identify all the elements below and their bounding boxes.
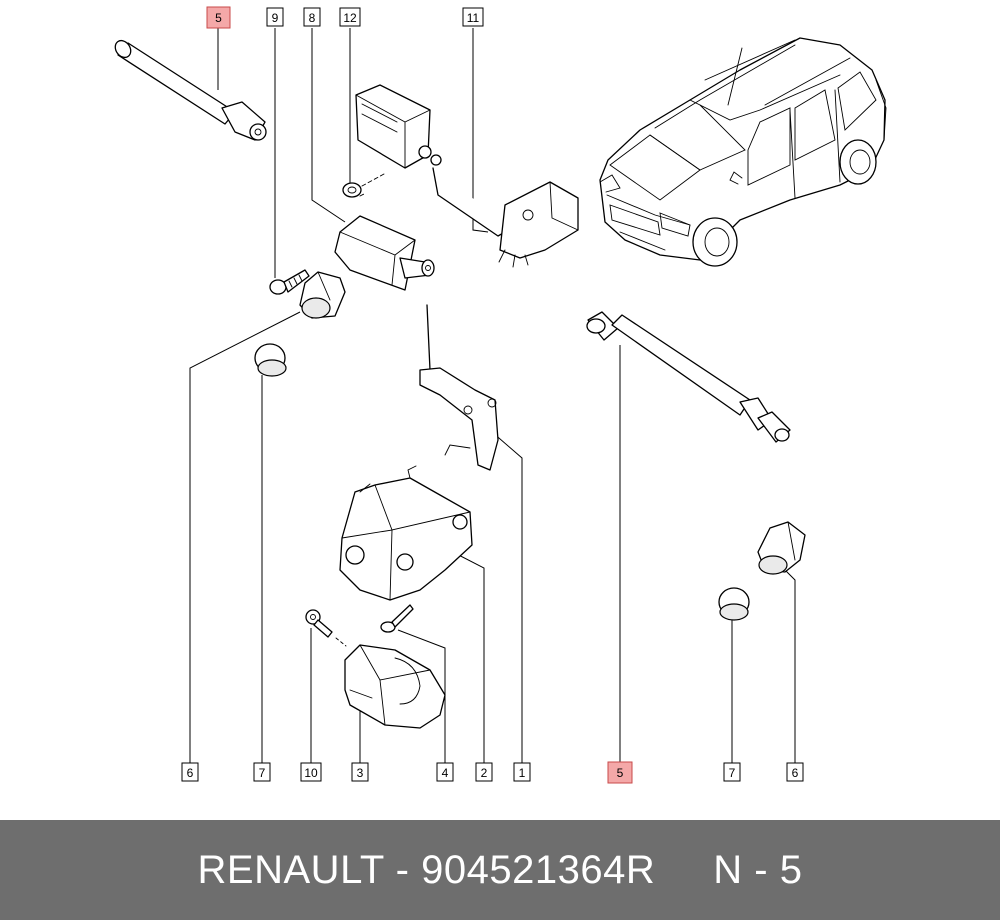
part-number-text: RENAULT - 904521364R N - 5 — [197, 847, 803, 892]
callout-7-left: 7 — [253, 762, 271, 782]
svg-text:9: 9 — [272, 11, 279, 25]
callout-6-right: 6 — [786, 762, 804, 782]
callout-10: 10 — [300, 762, 322, 782]
svg-text:7: 7 — [259, 766, 266, 780]
release-rod — [432, 167, 579, 268]
svg-text:4: 4 — [442, 766, 449, 780]
callout-5-bottom: 5 — [607, 761, 633, 784]
callout-11: 11 — [462, 7, 484, 27]
callout-8: 8 — [303, 7, 321, 27]
gas-strut-lower — [586, 311, 791, 443]
rubber-buffer-lower — [718, 587, 750, 621]
lock-lever-rod — [419, 304, 499, 471]
callout-3: 3 — [351, 762, 369, 782]
actuator-motor — [334, 215, 435, 291]
svg-text:11: 11 — [467, 11, 480, 25]
bump-stop-upper — [299, 271, 346, 319]
svg-text:7: 7 — [729, 766, 736, 780]
svg-text:6: 6 — [792, 766, 799, 780]
svg-text:8: 8 — [309, 11, 316, 25]
screw-9 — [269, 269, 310, 295]
callout-12: 12 — [339, 7, 361, 27]
svg-text:1: 1 — [519, 766, 526, 780]
callout-9: 9 — [266, 7, 284, 27]
callout-6-left: 6 — [181, 762, 199, 782]
bump-stop-lower — [757, 521, 806, 575]
rubber-buffer-upper — [254, 343, 287, 377]
tailgate-lock — [339, 465, 473, 601]
svg-text:5: 5 — [617, 766, 624, 780]
vehicle-illustration — [599, 37, 887, 267]
svg-text:12: 12 — [343, 11, 357, 25]
striker-plate — [344, 644, 446, 729]
svg-text:2: 2 — [481, 766, 488, 780]
svg-text:6: 6 — [187, 766, 194, 780]
callout-5-top: 5 — [206, 6, 231, 29]
callout-1: 1 — [513, 762, 531, 782]
lock-control-unit — [355, 84, 442, 169]
part-number-footer: RENAULT - 904521364R N - 5 — [0, 820, 1000, 920]
parts-diagram: 5 9 8 12 11 6 7 10 3 4 2 1 — [114, 6, 887, 784]
callout-2: 2 — [475, 762, 493, 782]
clip-12 — [342, 173, 385, 198]
svg-text:10: 10 — [304, 766, 318, 780]
screw-10 — [305, 609, 347, 647]
screw-4 — [380, 604, 414, 633]
svg-text:5: 5 — [215, 11, 222, 25]
callout-4: 4 — [436, 762, 454, 782]
callout-7-right: 7 — [723, 762, 741, 782]
gas-strut-upper — [114, 39, 267, 141]
leader-lines — [189, 28, 796, 763]
svg-text:3: 3 — [357, 766, 364, 780]
